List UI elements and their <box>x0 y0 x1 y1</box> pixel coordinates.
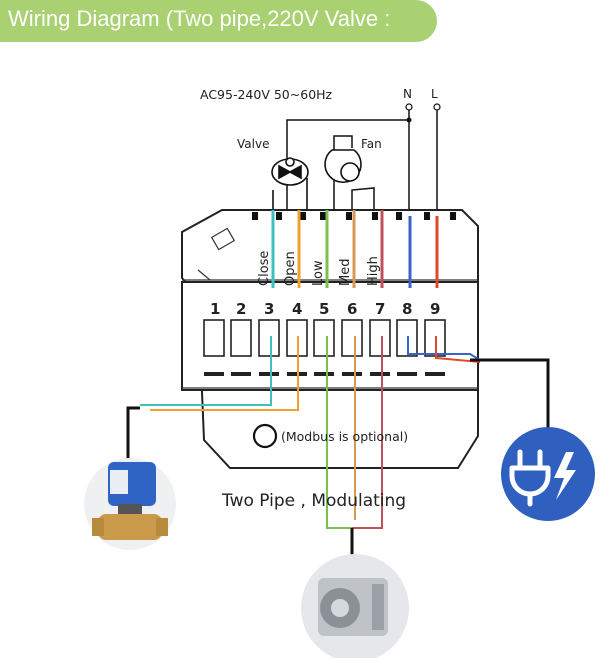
terminal-7: 7 <box>375 300 385 318</box>
fan-label: Fan <box>361 137 382 151</box>
thermostat-inner-lines <box>182 227 478 389</box>
title-banner: Wiring Diagram (Two pipe,220V Valve : <box>0 0 437 42</box>
wire-label-med: Med <box>338 259 353 286</box>
fan-symbol-icon <box>324 149 362 184</box>
top-terminal-tabs <box>252 212 456 220</box>
terminal-4: 4 <box>292 300 302 318</box>
valve-symbol-icon <box>271 157 309 210</box>
modbus-port-icon <box>252 423 278 449</box>
wire-label-close: Close <box>257 251 272 286</box>
terminal-9: 9 <box>430 300 440 318</box>
valve-label: Valve <box>237 137 269 151</box>
outgoing-wires <box>140 336 481 529</box>
neutral-label: N <box>403 87 412 101</box>
wire-label-open: Open <box>283 251 298 286</box>
valve-actuator-icon <box>84 458 176 550</box>
wire-labels: Close Open Low Med High <box>257 251 381 286</box>
neutral-junction <box>406 117 412 123</box>
modbus-note: (Modbus is optional) <box>281 429 408 444</box>
terminal-2: 2 <box>236 300 246 318</box>
terminal-5: 5 <box>319 300 329 318</box>
live-label: L <box>431 87 438 101</box>
neutral-terminal-dot <box>405 103 413 111</box>
power-spec-label: AC95-240V 50~60Hz <box>200 87 333 102</box>
supply-lines <box>286 108 438 216</box>
terminal-3: 3 <box>264 300 274 318</box>
terminal-lower-slots <box>204 372 445 376</box>
terminal-wires <box>271 210 439 288</box>
terminal-8: 8 <box>402 300 412 318</box>
wire-label-high: High <box>366 256 381 286</box>
power-plug-icon <box>501 427 595 521</box>
terminal-numbers: 1 2 3 4 5 6 7 8 9 <box>210 300 440 318</box>
terminal-6: 6 <box>347 300 357 318</box>
live-terminal-dot <box>433 103 441 111</box>
terminal-1: 1 <box>210 300 220 318</box>
terminal-slots <box>203 319 446 357</box>
mode-caption: Two Pipe , Modulating <box>221 491 406 511</box>
diagram-title: Wiring Diagram (Two pipe,220V Valve : <box>8 6 391 31</box>
blower-fan-icon <box>301 554 409 658</box>
wire-label-low: Low <box>311 260 326 286</box>
